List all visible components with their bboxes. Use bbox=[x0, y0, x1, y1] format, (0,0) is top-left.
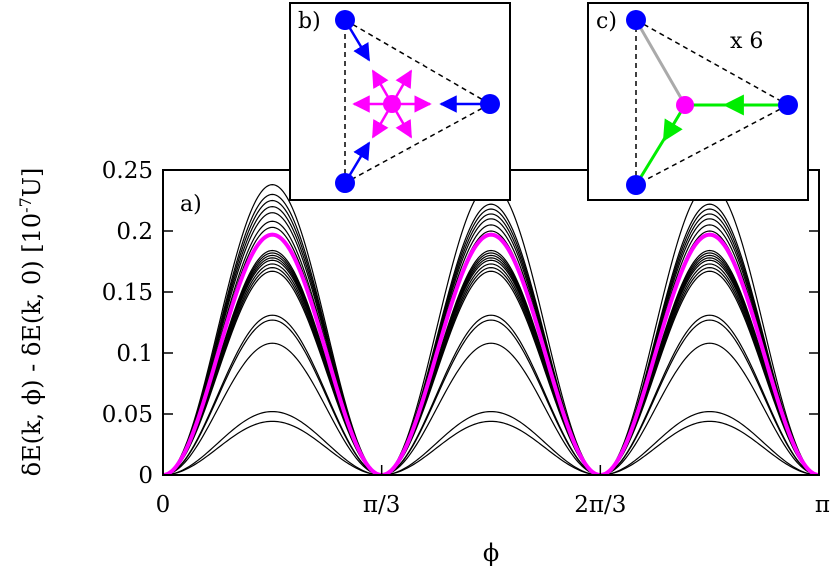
inset-c-node bbox=[626, 175, 646, 195]
y-axis-title: δE(k, ϕ) - δE(k, 0) [10-7U] bbox=[16, 168, 46, 477]
black-arrowhead bbox=[408, 147, 414, 151]
series-line-6 bbox=[163, 220, 819, 475]
inset-c: c) x 6 bbox=[587, 2, 809, 201]
y-axis-title-main: δE(k, ϕ) - δE(k, 0) [10 bbox=[18, 213, 46, 477]
inset-c-gray-edge bbox=[634, 19, 687, 106]
inset-c-node bbox=[626, 10, 646, 30]
dashed-edge bbox=[635, 19, 789, 106]
panel-label-a: a) bbox=[180, 192, 202, 217]
dashed-edge bbox=[344, 19, 491, 105]
series-line-4 bbox=[163, 205, 819, 475]
x-tick-label: π bbox=[815, 492, 830, 518]
x-tick-label: π/3 bbox=[363, 492, 401, 518]
inset-b-label: b) bbox=[298, 9, 321, 34]
series-line-7 bbox=[163, 226, 819, 475]
dashed-edge bbox=[635, 104, 789, 186]
y-tick-label: 0.15 bbox=[102, 280, 153, 306]
inset-b-node bbox=[335, 173, 355, 193]
inset-b-node bbox=[335, 10, 355, 30]
inset-c-label: c) bbox=[596, 9, 617, 34]
series-line-16 bbox=[163, 314, 819, 475]
inset-c-multiplier: x 6 bbox=[730, 29, 763, 54]
y-axis-title-suffix: U] bbox=[18, 168, 46, 198]
inset-b-center-node bbox=[383, 95, 401, 113]
black-arrowhead bbox=[419, 61, 425, 65]
series-line-3 bbox=[163, 199, 819, 475]
inset-c-frame bbox=[587, 2, 809, 201]
plot-area: 0 0.05 0.1 0.15 0.2 0.25 0 π/3 2π/3 π a) ϕ δE(k, … bbox=[16, 158, 830, 567]
inset-c-black-arrowheads bbox=[635, 61, 717, 149]
y-axis-title-exponent: -7 bbox=[16, 197, 35, 213]
inset-b-black-arrowheads bbox=[344, 61, 425, 151]
x-tick-label: 2π/3 bbox=[574, 492, 626, 518]
series-line-15 bbox=[163, 270, 819, 475]
y-tick-label: 0.25 bbox=[102, 158, 153, 184]
series-line-14 bbox=[163, 266, 819, 475]
inset-c-center-node bbox=[676, 96, 694, 114]
series-line-11 bbox=[163, 257, 819, 475]
black-arrowhead bbox=[705, 145, 711, 149]
y-tick-label: 0.1 bbox=[116, 341, 153, 367]
series-line-2 bbox=[163, 193, 819, 475]
series-line-9 bbox=[163, 252, 819, 475]
black-arrowhead bbox=[711, 61, 717, 65]
series-line-19 bbox=[163, 410, 819, 475]
series-line-12 bbox=[163, 259, 819, 475]
y-tick-label: 0.2 bbox=[116, 219, 153, 245]
y-tick-label: 0.05 bbox=[102, 402, 153, 428]
series-line-5 bbox=[163, 212, 819, 475]
inset-c-node bbox=[778, 95, 798, 115]
inset-b-node bbox=[480, 94, 500, 114]
series-line-10 bbox=[163, 254, 819, 475]
x-axis-title: ϕ bbox=[483, 539, 499, 567]
dashed-edge bbox=[344, 103, 491, 184]
series-line-20 bbox=[163, 420, 819, 475]
series-line-13 bbox=[163, 263, 819, 475]
axis-ticks: 0 0.05 0.1 0.15 0.2 0.25 0 π/3 2π/3 π bbox=[102, 158, 830, 518]
inset-b: b) bbox=[289, 2, 511, 201]
series-line-17 bbox=[163, 319, 819, 475]
series-line-21 bbox=[163, 232, 819, 475]
x-tick-label: 0 bbox=[156, 492, 171, 518]
series-line-18 bbox=[163, 342, 819, 475]
series-line-8 bbox=[163, 249, 819, 475]
curve-group bbox=[163, 184, 819, 475]
y-tick-label: 0 bbox=[138, 463, 153, 489]
